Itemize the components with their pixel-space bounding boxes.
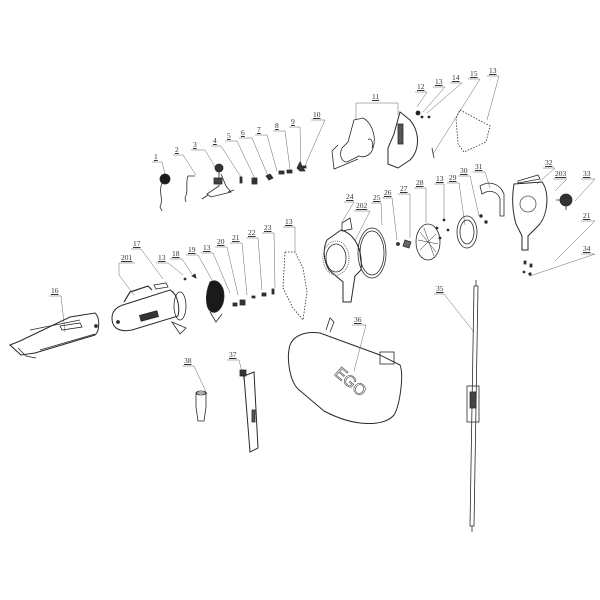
part-11-handle-housing: [331, 111, 418, 170]
part-13-screw-set-mid: [435, 218, 450, 240]
part-label-12: 12: [417, 82, 425, 91]
part-label-13c: 13: [436, 174, 444, 183]
part-25-volute-ring: [357, 227, 387, 279]
part-label-13e: 13: [203, 243, 211, 252]
part-32-handle-grip: [517, 174, 541, 184]
leader-lines: [49, 75, 596, 395]
part-label-33: 33: [583, 169, 591, 178]
part-1-switch-wire: [159, 173, 171, 212]
part-label-21a: 21: [583, 211, 591, 220]
part-label-16: 16: [51, 286, 59, 295]
part-label-29: 29: [449, 173, 457, 182]
part-3-trigger-assembly: [201, 163, 235, 200]
part-label-10: 10: [313, 110, 321, 119]
part-24-fan-housing: [322, 217, 362, 303]
part-13-screw-set-top: [455, 109, 491, 153]
parts-4-10-hardware: [239, 161, 307, 185]
part-38-adapter: [195, 390, 207, 422]
part-label-27: 27: [400, 184, 408, 193]
part-17-label: [153, 282, 169, 290]
part-label-35: 35: [436, 284, 444, 293]
part-label-202: 202: [356, 201, 368, 210]
part-label-201: 201: [121, 253, 133, 262]
brand-mark: EGO: [331, 364, 369, 400]
part-37-extension-tube: [239, 369, 259, 453]
part-36-battery-pack: EGO: [287, 317, 403, 425]
part-label-23: 23: [264, 223, 272, 232]
part-label-20: 20: [217, 237, 225, 246]
part-203-rear-housing: [512, 181, 548, 251]
part-label-21b: 21: [232, 233, 240, 242]
part-label-25: 25: [373, 193, 381, 202]
part-label-37: 37: [229, 350, 237, 359]
part-35-shoulder-strap: [466, 280, 480, 532]
part-19-filter-cover: [206, 280, 225, 323]
part-21-34-screws: [522, 260, 533, 276]
part-label-4: 4: [213, 136, 217, 145]
part-label-1: 1: [154, 152, 158, 161]
part-29-inlet-ring: [456, 215, 478, 249]
parts-13-18-screws: [183, 273, 197, 281]
part-label-13b: 13: [489, 66, 497, 75]
part-label-34: 34: [583, 244, 591, 253]
part-28-fan-impeller: [415, 223, 441, 261]
part-33-motor: [556, 193, 573, 210]
part-label-14: 14: [452, 73, 460, 82]
part-label-24: 24: [346, 192, 354, 201]
part-label-9: 9: [291, 117, 295, 126]
part-label-13a: 13: [435, 77, 443, 86]
part-label-18: 18: [172, 249, 180, 258]
part-31-handle-bar: [479, 182, 505, 217]
part-label-30: 30: [460, 166, 468, 175]
part-label-7: 7: [257, 125, 261, 134]
part-label-15: 15: [470, 69, 478, 78]
part-label-6: 6: [241, 128, 245, 137]
part-label-13f: 13: [285, 217, 293, 226]
part-label-13d: 13: [158, 253, 166, 262]
part-13-screw-set-left: [282, 251, 308, 321]
part-30-screws: [479, 214, 488, 224]
part-label-11: 11: [372, 92, 380, 101]
part-201-main-body: [111, 285, 187, 335]
part-2-wire: [184, 175, 195, 203]
part-15-pin: [431, 147, 435, 159]
part-label-2: 2: [175, 145, 179, 154]
part-label-203: 203: [555, 169, 567, 178]
parts-12-14-screws: [415, 110, 431, 119]
part-label-8: 8: [275, 121, 279, 130]
part-26-27-hub: [396, 239, 412, 249]
part-label-3: 3: [193, 140, 197, 149]
part-label-5: 5: [227, 131, 231, 140]
part-label-22: 22: [248, 228, 256, 237]
parts-20-23-hardware: [232, 288, 275, 307]
part-label-19: 19: [188, 245, 196, 254]
part-label-17: 17: [133, 239, 141, 248]
part-label-32: 32: [545, 158, 553, 167]
part-label-36: 36: [354, 315, 362, 324]
part-label-38: 38: [184, 356, 192, 365]
part-label-26: 26: [384, 188, 392, 197]
part-label-31: 31: [475, 162, 483, 171]
part-16-blower-tube: [9, 312, 100, 359]
part-label-28: 28: [416, 178, 424, 187]
